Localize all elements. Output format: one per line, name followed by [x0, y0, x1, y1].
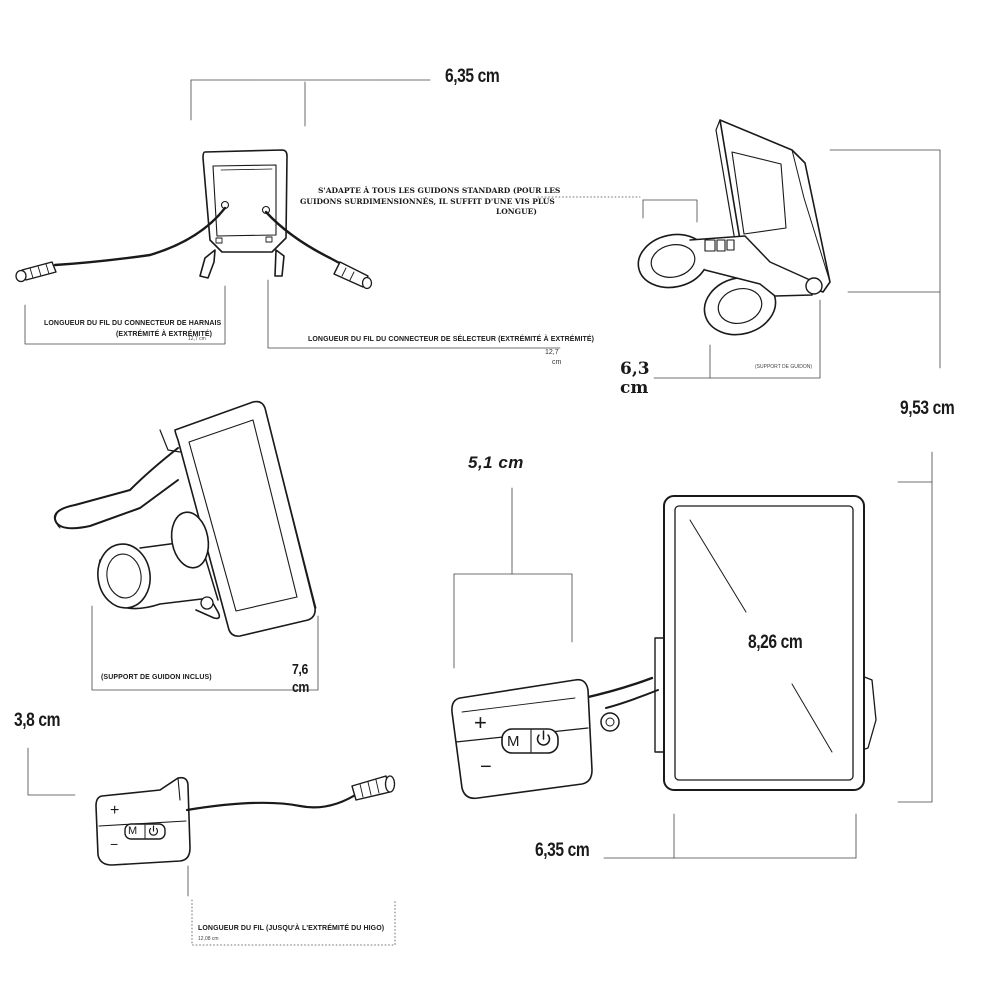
- front-mode-button: M: [507, 733, 520, 750]
- power-icon: [148, 825, 159, 836]
- mount-depth-dimension-value: 6,3: [620, 359, 650, 379]
- front-view-dimension-lines: [453, 451, 933, 859]
- middle-left-dimension-lines: [91, 605, 319, 691]
- controller-front-width-dimension: 5,1 cm: [468, 453, 524, 472]
- front-minus-button: −: [480, 756, 492, 778]
- selector-wire-length-unit: cm: [552, 359, 562, 366]
- display-perspective-view: [53, 400, 317, 637]
- controller-cable-caption: LONGUEUR DU FIL (JUSQU'À L'EXTRÉMITÉ DU …: [198, 925, 385, 932]
- mount-included-caption: (SUPPORT DE GUIDON INCLUS): [101, 674, 212, 681]
- controller-width-dimension: 3,8 cm: [14, 710, 61, 731]
- fits-handlebars-caption-line2: GUIDONS SURDIMENSIONNÉS, IL SUFFIT D'UNE…: [300, 197, 555, 206]
- front-plus-button: +: [474, 710, 487, 735]
- harness-wire-length: 12,7 cm: [188, 336, 206, 342]
- display-rear-view: [15, 149, 373, 290]
- power-icon: [536, 730, 551, 746]
- display-front-view: [451, 495, 877, 800]
- mount-depth-dimension-unit: cm: [620, 378, 649, 398]
- handlebar-mount-caption: (SUPPORT DE GUIDON): [755, 364, 813, 370]
- perspective-depth-dimension-value: 7,6: [292, 661, 308, 678]
- fits-handlebars-caption-line3: LONGUE): [496, 207, 537, 216]
- display-width-dimension: 6,35 cm: [535, 840, 590, 861]
- fits-handlebars-caption-line1: S'ADAPTE À TOUS LES GUIDONS STANDARD (PO…: [318, 186, 561, 195]
- height-dimension: 9,53 cm: [900, 398, 955, 419]
- controller-cable-length: 12,08 cm: [198, 936, 219, 942]
- perspective-depth-dimension-unit: cm: [292, 679, 309, 696]
- controller-drawing: [95, 775, 396, 866]
- top-left-dimension-lines: [24, 79, 561, 349]
- controller-plus-button: +: [110, 802, 120, 819]
- controller-mode-button: M: [128, 825, 138, 837]
- controller-dimension-lines: [27, 747, 396, 946]
- display-side-view: [637, 119, 831, 336]
- selector-wire-length-value: 12,7: [545, 349, 559, 356]
- selector-wire-caption: LONGUEUR DU FIL DU CONNECTEUR DE SÉLECTE…: [308, 336, 595, 343]
- top-right-dimension-lines: [537, 149, 941, 379]
- harness-wire-caption-end: (EXTRÉMITÉ À EXTRÉMITÉ): [116, 331, 213, 338]
- top-width-dimension: 6,35 cm: [445, 66, 500, 87]
- harness-wire-caption: LONGUEUR DU FIL DU CONNECTEUR DE HARNAIS: [44, 320, 222, 327]
- controller-minus-button: −: [110, 836, 119, 852]
- screen-diagonal-dimension: 8,26 cm: [748, 632, 803, 653]
